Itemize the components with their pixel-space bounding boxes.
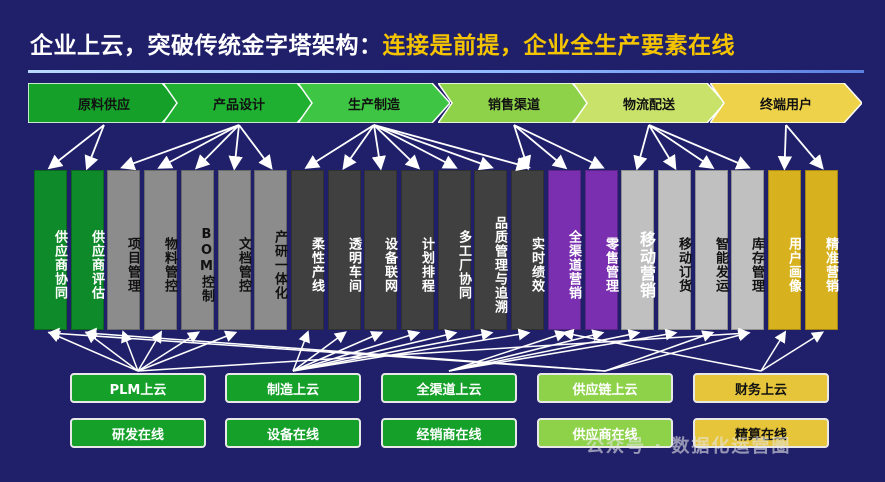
stage-chevron: 生产制造: [298, 83, 450, 123]
cloud-button[interactable]: 供应链上云: [537, 373, 673, 403]
stage-to-column-arrow: [373, 124, 494, 171]
online-button[interactable]: 供应商在线: [537, 418, 673, 448]
online-button[interactable]: 经销商在线: [381, 418, 517, 448]
stage-chevron: 物流配送: [573, 83, 725, 123]
capability-column: 物料管控: [144, 170, 177, 330]
button-to-column-arrow: [137, 327, 751, 372]
capability-column: 智能发运: [695, 170, 728, 330]
button-to-column-arrow: [292, 329, 458, 372]
capability-column: 供应商协同: [34, 170, 67, 330]
stage-to-column-arrow: [371, 124, 386, 171]
stage-chevron: 终端用户: [710, 83, 862, 123]
stage-chevron: 产品设计: [163, 83, 315, 123]
stage-to-column-arrow: [373, 124, 531, 172]
capability-column: 透明车间: [328, 170, 361, 330]
stage-to-column-arrow: [633, 124, 650, 171]
stage-label: 生产制造: [347, 97, 400, 113]
button-to-column-arrow: [84, 327, 606, 372]
capability-column: BOM控制: [181, 170, 214, 330]
title-part1: 企业上云，突破传统金字塔架构：: [30, 33, 383, 59]
capability-column: 品质管理与追溯: [474, 170, 507, 330]
button-to-column-arrow: [137, 330, 238, 372]
button-to-column-arrow: [448, 329, 605, 372]
button-to-column-arrow: [47, 331, 139, 372]
cloud-button[interactable]: PLM上云: [70, 373, 206, 403]
capability-column: 精准营销: [805, 170, 838, 330]
online-button[interactable]: 设备在线: [225, 418, 361, 448]
capability-column: 库存管理: [731, 170, 764, 330]
title-underline: [28, 70, 864, 73]
capability-column: 零售管理: [585, 170, 618, 330]
capability-column: 多工厂协同: [438, 170, 471, 330]
stage-to-column-arrow: [777, 124, 793, 171]
stage-to-column-arrow: [228, 124, 243, 171]
stage-to-column-arrow: [120, 124, 240, 171]
title-part2: 连接是前提，企业全生产要素在线: [382, 33, 735, 59]
stage-label: 销售渠道: [487, 97, 540, 113]
button-to-column-arrow: [448, 330, 568, 372]
capability-column: 柔性产线: [291, 170, 324, 330]
stage-chevron: 销售渠道: [438, 83, 590, 123]
cloud-button[interactable]: 财务上云: [693, 373, 829, 403]
stage-to-column-arrow: [84, 124, 105, 171]
button-to-column-arrow: [561, 328, 762, 372]
stage-to-column-arrow: [342, 124, 375, 170]
stage-to-column-arrow: [194, 124, 240, 170]
stage-to-column-arrow: [513, 124, 605, 169]
page-title: 企业上云，突破传统金字塔架构：连接是前提，企业全生产要素在线: [30, 26, 735, 60]
capability-column: 文档管控: [218, 170, 251, 330]
watermark: 公众号 · 数据化运营圈: [586, 436, 792, 457]
stage-to-column-arrow: [513, 124, 532, 171]
stage-to-column-arrow: [157, 124, 240, 169]
capability-column: 项目管理: [107, 170, 140, 330]
capability-column: 计划排程: [401, 170, 434, 330]
button-to-column-arrow: [292, 328, 531, 372]
stage-label: 终端用户: [759, 97, 812, 113]
button-to-column-arrow: [604, 329, 751, 372]
capability-column: 全渠道营销: [548, 170, 581, 330]
stage-to-column-arrow: [373, 124, 458, 169]
capability-column: 产研一体化: [254, 170, 287, 330]
stage-to-column-arrow: [785, 124, 824, 170]
stage-label: 产品设计: [212, 97, 265, 113]
stage-to-column-arrow: [513, 124, 568, 170]
stage-to-column-arrow: [648, 124, 751, 170]
stage-chevron: 原料供应: [28, 83, 180, 123]
capability-column: 用户画像: [768, 170, 801, 330]
stage-label: 物流配送: [622, 97, 675, 113]
button-to-column-arrow: [604, 330, 715, 372]
stage-label: 原料供应: [77, 97, 130, 113]
stage-to-column-arrow: [238, 124, 273, 170]
online-button[interactable]: 精算在线: [693, 418, 829, 448]
button-to-column-arrow: [137, 330, 163, 372]
cloud-button[interactable]: 制造上云: [225, 373, 361, 403]
stage-to-column-arrow: [373, 124, 421, 170]
capability-column: 移动营销: [621, 170, 656, 330]
button-to-column-arrow: [760, 331, 825, 372]
cloud-button[interactable]: 全渠道上云: [381, 373, 517, 403]
button-to-column-arrow: [448, 328, 641, 372]
button-to-column-arrow: [292, 330, 310, 372]
capability-column: 设备联网: [364, 170, 397, 330]
stage-to-column-arrow: [648, 124, 715, 170]
button-to-column-arrow: [137, 331, 201, 372]
online-button[interactable]: 研发在线: [70, 418, 206, 448]
capability-column: 实时绩效: [511, 170, 544, 330]
stage-to-column-arrow: [304, 124, 375, 169]
capability-column: 移动订货: [658, 170, 691, 330]
stage-to-column-arrow: [648, 124, 677, 171]
button-to-column-arrow: [121, 330, 139, 372]
button-to-column-arrow: [760, 330, 787, 372]
button-to-column-arrow: [448, 328, 678, 372]
stage-to-column-arrow: [47, 124, 105, 170]
button-to-column-arrow: [292, 328, 494, 372]
